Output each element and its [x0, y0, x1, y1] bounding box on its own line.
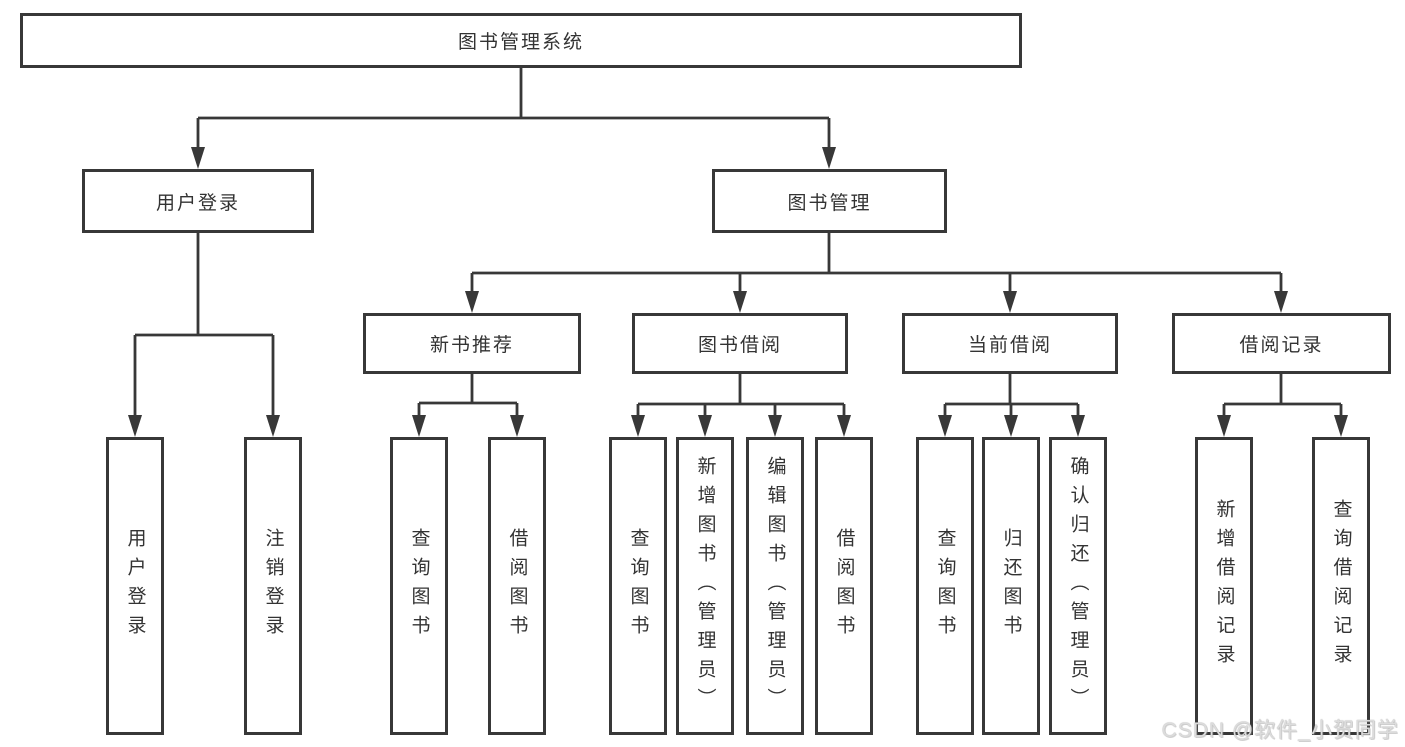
leaf-label: 新增借阅记录: [1213, 499, 1235, 673]
connector-record-children: [1217, 374, 1348, 437]
leaf-newrec-borrow-book: 借阅图书: [488, 437, 546, 735]
node-new-book-recommend: 新书推荐: [363, 313, 581, 374]
leaf-current-query-book: 查询图书: [916, 437, 974, 735]
connector-root-to-level2: [191, 68, 836, 169]
arrowhead-down-icon: [1004, 415, 1018, 437]
arrowhead-down-icon: [698, 415, 712, 437]
arrowhead-down-icon: [465, 291, 479, 313]
leaf-user-login: 用户登录: [106, 437, 164, 735]
leaf-borrow-edit-book-admin: 编辑图书（管理员）: [746, 437, 804, 735]
leaf-borrow-query-book: 查询图书: [609, 437, 667, 735]
leaf-label: 用户登录: [124, 528, 146, 644]
leaf-label: 归还图书: [1000, 528, 1022, 644]
arrowhead-down-icon: [631, 415, 645, 437]
connector-currentborrow-children: [938, 374, 1085, 437]
connector-bookmgmt-to-level3: [465, 233, 1288, 313]
arrowhead-down-icon: [191, 147, 205, 169]
leaf-label: 新增图书（管理员）: [694, 455, 716, 717]
node-current-borrowing: 当前借阅: [902, 313, 1118, 374]
arrowhead-down-icon: [837, 415, 851, 437]
leaf-label: 编辑图书（管理员）: [764, 455, 786, 717]
node-library-system-root: 图书管理系统: [20, 13, 1022, 68]
arrowhead-down-icon: [266, 415, 280, 437]
leaf-label: 借阅图书: [506, 528, 528, 644]
leaf-borrow-add-book-admin: 新增图书（管理员）: [676, 437, 734, 735]
leaf-label: 确认归还（管理员）: [1067, 455, 1089, 717]
leaf-record-add-borrow-record: 新增借阅记录: [1195, 437, 1253, 735]
node-book-borrowing: 图书借阅: [632, 313, 848, 374]
leaf-label: 查询借阅记录: [1330, 499, 1352, 673]
leaf-label: 借阅图书: [833, 528, 855, 644]
leaf-borrow-borrow-book: 借阅图书: [815, 437, 873, 735]
node-user-login: 用户登录: [82, 169, 314, 233]
leaf-record-query-borrow-record: 查询借阅记录: [1312, 437, 1370, 735]
leaf-label: 查询图书: [627, 528, 649, 644]
leaf-label: 注销登录: [262, 528, 284, 644]
arrowhead-down-icon: [128, 415, 142, 437]
arrowhead-down-icon: [1334, 415, 1348, 437]
leaf-label: 查询图书: [934, 528, 956, 644]
leaf-current-confirm-return-admin: 确认归还（管理员）: [1049, 437, 1107, 735]
arrowhead-down-icon: [768, 415, 782, 437]
arrowhead-down-icon: [510, 415, 524, 437]
leaf-current-return-book: 归还图书: [982, 437, 1040, 735]
node-borrowing-records: 借阅记录: [1172, 313, 1391, 374]
node-book-management: 图书管理: [712, 169, 947, 233]
arrowhead-down-icon: [1217, 415, 1231, 437]
leaf-label: 查询图书: [408, 528, 430, 644]
leaf-newrec-query-book: 查询图书: [390, 437, 448, 735]
leaf-logout-login: 注销登录: [244, 437, 302, 735]
arrowhead-down-icon: [938, 415, 952, 437]
arrowhead-down-icon: [1071, 415, 1085, 437]
arrowhead-down-icon: [1274, 291, 1288, 313]
connector-bookborrow-children: [631, 374, 851, 437]
connector-newrec-children: [412, 374, 524, 437]
arrowhead-down-icon: [1003, 291, 1017, 313]
arrowhead-down-icon: [733, 291, 747, 313]
arrowhead-down-icon: [412, 415, 426, 437]
arrowhead-down-icon: [822, 147, 836, 169]
connector-userlogin-children: [128, 233, 280, 437]
